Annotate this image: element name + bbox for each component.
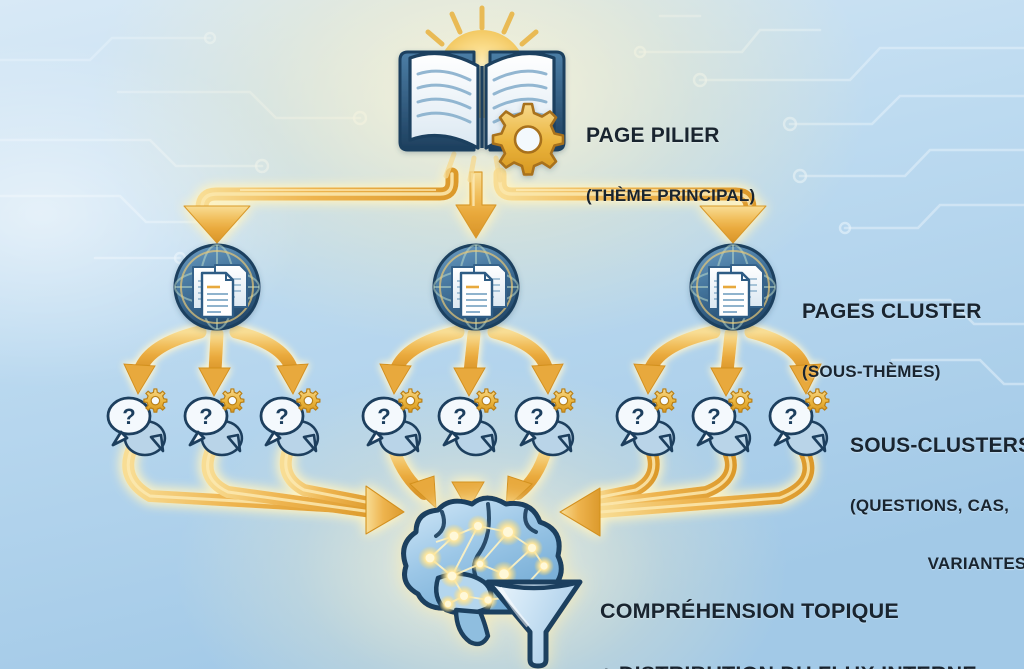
label-subclusters-line2: (QUESTIONS, CAS, xyxy=(850,496,1010,516)
funnel-icon xyxy=(485,579,583,669)
label-pillar-line2: (THÈME PRINCIPAL) xyxy=(586,186,756,206)
label-clusters: PAGES CLUSTER (SOUS-THÈMES) xyxy=(802,262,982,420)
cluster-node-3[interactable] xyxy=(689,243,777,331)
subcluster-node-8[interactable] xyxy=(691,387,754,457)
brain-node[interactable] xyxy=(401,495,583,669)
arrow-cluster2-to-sub5 xyxy=(453,327,486,398)
arrow-pillar-to-cluster-center xyxy=(455,171,497,239)
arrow-pillar-to-cluster-left xyxy=(183,167,459,244)
gear-icon xyxy=(491,102,565,176)
label-pillar: PAGE PILIER (THÈME PRINCIPAL) xyxy=(586,86,755,244)
label-subclusters-line3: VARIANTES) xyxy=(927,554,1024,574)
label-clusters-line1: PAGES CLUSTER xyxy=(802,299,982,323)
pillar-node[interactable] xyxy=(398,5,566,183)
label-subclusters: SOUS-CLUSTERS (QUESTIONS, CAS, VARIANTES… xyxy=(850,396,1024,612)
arrow-sub1-to-brain xyxy=(122,440,366,514)
label-brain: COMPRÉHENSION TOPIQUE + DISTRIBUTION DU … xyxy=(600,561,977,669)
subcluster-node-3[interactable] xyxy=(259,387,322,457)
subcluster-node-6[interactable] xyxy=(514,387,577,457)
arrows-clusters-to-subclusters xyxy=(123,325,822,398)
subcluster-node-4[interactable] xyxy=(361,387,424,457)
subcluster-node-1[interactable] xyxy=(106,387,169,457)
label-brain-line1: COMPRÉHENSION TOPIQUE xyxy=(600,598,899,623)
label-brain-line2: + DISTRIBUTION DU FLUX INTERNE xyxy=(600,662,977,669)
arrow-cluster2-to-sub6 xyxy=(487,325,564,396)
arrows-pillar-to-clusters xyxy=(183,167,767,244)
arrow-cluster1-to-sub2 xyxy=(198,327,231,398)
cluster-node-2[interactable] xyxy=(432,243,520,331)
subcluster-node-7[interactable] xyxy=(615,387,678,457)
arrow-cluster1-to-sub1 xyxy=(123,325,207,396)
label-subclusters-line1: SOUS-CLUSTERS xyxy=(850,433,1024,457)
arrow-cluster2-to-sub4 xyxy=(379,325,465,396)
arrow-cluster3-to-sub8 xyxy=(710,327,743,398)
subcluster-node-5[interactable] xyxy=(437,387,500,457)
cluster-node-1[interactable] xyxy=(173,243,261,331)
arrow-sub2-to-brain xyxy=(201,442,378,518)
arrow-cluster3-to-sub9 xyxy=(744,325,822,396)
arrow-sub5-to-brain xyxy=(451,444,485,512)
label-clusters-line2: (SOUS-THÈMES) xyxy=(802,362,941,382)
arrow-pillar-to-cluster-right xyxy=(493,167,767,244)
arrow-cluster1-to-sub3 xyxy=(229,325,309,396)
label-pillar-line1: PAGE PILIER xyxy=(586,123,720,147)
arrow-cluster3-to-sub7 xyxy=(633,325,721,396)
subcluster-node-2[interactable] xyxy=(183,387,246,457)
